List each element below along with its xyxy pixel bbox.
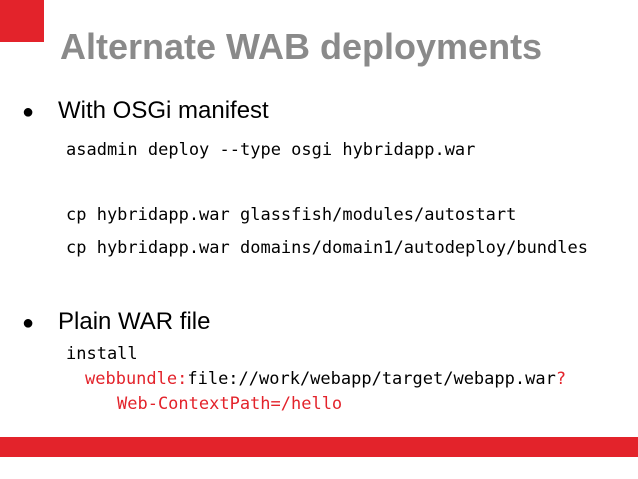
bullet-text: With OSGi manifest [58, 97, 269, 124]
bullet-plain-war: ● Plain WAR file [22, 308, 210, 336]
bullet-marker: ● [22, 312, 35, 334]
bottom-accent-bar [0, 437, 638, 457]
code-line-context-path: Web-ContextPath=/hello [117, 394, 343, 414]
slide-title: Alternate WAB deployments [60, 26, 543, 67]
bullet-marker: ● [22, 101, 35, 123]
corner-accent-block [0, 0, 44, 42]
code-line-cp-bundles: cp hybridapp.war domains/domain1/autodep… [66, 238, 588, 258]
url-path: file://work/webapp/target/webapp.war [187, 369, 556, 389]
code-line-cp-autostart: cp hybridapp.war glassfish/modules/autos… [66, 205, 517, 225]
url-scheme: webbundle: [85, 369, 188, 389]
bullet-text: Plain WAR file [58, 308, 211, 335]
code-line-webbundle-url: webbundle:file://work/webapp/target/weba… [85, 369, 566, 389]
code-line-asadmin-deploy: asadmin deploy --type osgi hybridapp.war [66, 140, 476, 160]
url-query-mark: ? [555, 369, 567, 389]
bullet-osgi-manifest: ● With OSGi manifest [22, 97, 269, 125]
code-line-install: install [66, 344, 138, 364]
